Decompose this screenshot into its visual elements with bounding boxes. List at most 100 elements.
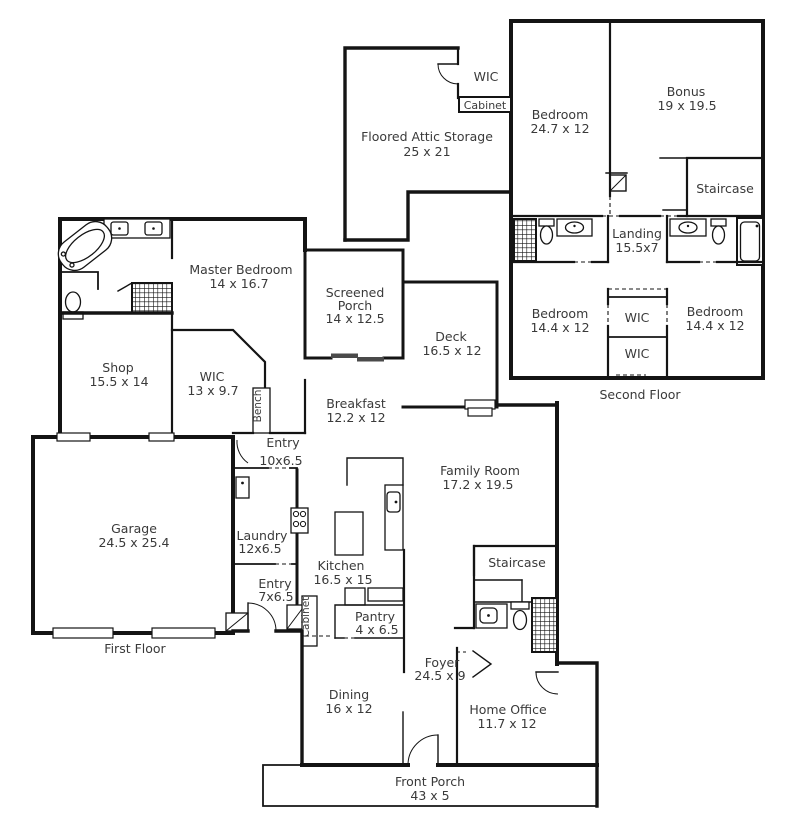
sink-icon: [669, 218, 707, 237]
room-label: Bedroom: [687, 304, 744, 319]
room-label: Dining: [329, 687, 369, 702]
room-dims: 16.5 x 12: [422, 343, 481, 358]
window-icon: [148, 432, 175, 442]
room-dims: 14 x 16.7: [209, 276, 268, 291]
door-swing-arc: [535, 671, 559, 695]
room-dims: 43 x 5: [410, 788, 449, 803]
room-label: Shop: [102, 360, 134, 375]
sliding-door-icon: [331, 353, 358, 358]
room-label: Staircase: [488, 555, 546, 570]
powder-room: [475, 597, 558, 653]
front-porch-outline: [262, 764, 598, 807]
cabinet-label: Cabinet: [300, 597, 312, 638]
room-label: Staircase: [696, 181, 754, 196]
toilet-icon: [62, 291, 84, 320]
kitchen-counter: [367, 587, 404, 602]
room-dims: 14 x 12.5: [325, 311, 384, 326]
shower-icon: [513, 218, 537, 262]
shower-icon: [531, 597, 558, 653]
entry-laundry-kitchen-plan: Cabinet Entry 10x6.5 Laundry 12x6.5 Kitc…: [225, 435, 404, 647]
stove-icon: [290, 507, 309, 534]
room-label: Cabinet: [464, 99, 507, 112]
room-label: Family Room: [440, 463, 520, 478]
laundry-sink-icon: [235, 476, 250, 499]
porch-deck-plan: Screened Porch 14 x 12.5 Deck 16.5 x 12: [303, 248, 499, 417]
second-floor-left-bathroom: [511, 214, 610, 264]
toilet-icon: [710, 218, 727, 245]
sink-icon: [110, 221, 129, 236]
room-dims: 14.4 x 12: [685, 318, 744, 333]
kitchen-counter: [344, 587, 366, 606]
room-label: Breakfast: [326, 396, 386, 411]
room-label: Entry: [266, 435, 300, 450]
second-floor-right-bathroom: [665, 214, 765, 266]
sink-icon: [556, 218, 593, 237]
kitchen-sink-icon: [386, 491, 401, 513]
door-swing-arc: [407, 734, 439, 766]
room-dims: 12.2 x 12: [326, 410, 385, 425]
room-dims: 14.4 x 12: [530, 320, 589, 335]
room-label: Deck: [435, 329, 467, 344]
room-label: Bonus: [667, 84, 706, 99]
second-floor-outer-walls: [509, 19, 765, 380]
room-label: Bedroom: [532, 107, 589, 122]
room-label: Laundry: [237, 528, 289, 543]
room-label: Landing: [612, 226, 662, 241]
stair-direction-chevron: [472, 650, 493, 678]
room-label: Bedroom: [532, 306, 589, 321]
room-dims: 11.7 x 12: [477, 716, 536, 731]
room-dims: 7x6.5: [258, 589, 293, 604]
kitchen-island: [334, 511, 364, 556]
room-label: Screened: [326, 285, 385, 300]
sink-icon: [144, 221, 163, 236]
room-label: Pantry: [355, 609, 396, 624]
room-label: Master Bedroom: [189, 262, 292, 277]
room-label: Home Office: [469, 702, 547, 717]
sink-icon: [479, 607, 498, 624]
room-label: Floored Attic Storage: [361, 129, 493, 144]
room-dims: 16 x 12: [325, 701, 372, 716]
room-label: Porch: [338, 298, 372, 313]
toilet-icon: [538, 218, 555, 245]
room-dims: 24.5 x 9: [414, 668, 465, 683]
bench-box: [252, 387, 271, 434]
master-bathroom: [57, 217, 174, 320]
room-label: WIC: [625, 310, 650, 325]
cabinet-box: [458, 96, 512, 113]
room-dims: 24.7 x 12: [530, 121, 589, 136]
shower-icon: [131, 282, 173, 314]
second-floor-plan: Bedroom 24.7 x 12 Bonus 19 x 19.5 Stairc…: [509, 19, 765, 402]
room-dims: 16.5 x 15: [313, 572, 372, 587]
sliding-door-icon: [357, 357, 384, 362]
garage-plan: Garage 24.5 x 25.4 First Floor: [31, 432, 235, 656]
second-floor-caption: Second Floor: [599, 387, 681, 402]
room-dims: 25 x 21: [403, 144, 450, 159]
room-label: Front Porch: [395, 774, 465, 789]
room-label: WIC: [625, 346, 650, 361]
garage-door-icon: [52, 627, 114, 639]
room-dims: 24.5 x 25.4: [98, 535, 169, 550]
foyer-dining-office-plan: Foyer 24.5 x 9 Dining 16 x 12 Home Offic…: [262, 548, 599, 808]
room-label: Garage: [111, 521, 157, 536]
second-floor-staircase: [659, 156, 764, 218]
room-label: WIC: [200, 369, 225, 384]
side-entry-step: [225, 612, 249, 632]
room-label: Kitchen: [318, 558, 365, 573]
toilet-icon: [510, 601, 530, 631]
door-swing-arc: [236, 439, 249, 464]
bench-label: Bench: [252, 390, 264, 423]
garage-door-icon: [151, 627, 216, 639]
window-icon: [56, 432, 91, 442]
room-dims: 19 x 19.5: [657, 98, 716, 113]
room-label: Foyer: [425, 655, 460, 670]
room-dims: 13 x 9.7: [187, 383, 238, 398]
attic-plan: Floored Attic Storage 25 x 21 WIC Cabine…: [343, 46, 513, 242]
room-label: Entry: [258, 576, 292, 591]
room-dims: 4 x 6.5: [355, 622, 398, 637]
kitchen-counter: [346, 457, 404, 486]
door-swing-arc: [437, 63, 459, 85]
bathtub-icon: [736, 217, 764, 266]
room-dims: 17.2 x 19.5: [442, 477, 513, 492]
room-dims: 10x6.5: [259, 453, 302, 468]
